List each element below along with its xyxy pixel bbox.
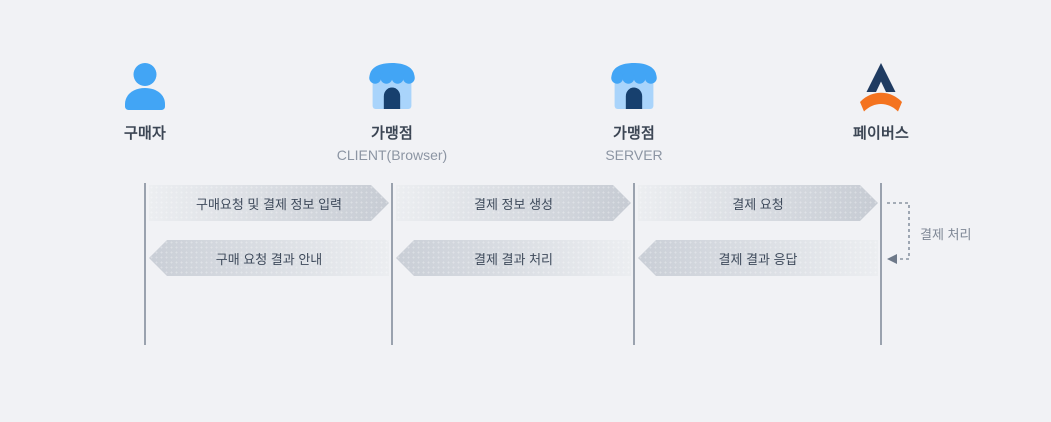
message-label: 결제 결과 응답 bbox=[718, 251, 798, 267]
payverse-logo-icon bbox=[858, 62, 904, 112]
lifeline-merchant-server bbox=[633, 183, 635, 345]
message-label: 구매요청 및 결제 정보 입력 bbox=[195, 196, 342, 212]
lane-subtitle-merchant-server: SERVER bbox=[605, 147, 663, 163]
lifeline-payverse bbox=[880, 183, 882, 345]
lane-title-merchant-client: 가맹점 bbox=[370, 125, 413, 142]
lane-header-merchant-client: 가맹점 CLIENT(Browser) bbox=[312, 62, 472, 163]
lane-header-payverse: 페이버스 bbox=[801, 62, 961, 147]
message-label: 구매 요청 결과 안내 bbox=[215, 251, 323, 267]
message-arrow-purchase-request-input: 구매요청 및 결제 정보 입력 bbox=[149, 185, 389, 221]
lane-header-buyer: 구매자 bbox=[65, 62, 225, 147]
lifeline-merchant-client bbox=[391, 183, 393, 345]
payment-processing-loop-label: 결제 처리 bbox=[920, 227, 972, 242]
message-arrow-purchase-result-notice: 구매 요청 결과 안내 bbox=[149, 240, 389, 276]
buyer-person-icon bbox=[123, 62, 167, 112]
merchant-store-icon bbox=[607, 62, 661, 112]
message-label: 결제 결과 처리 bbox=[474, 251, 553, 267]
message-arrow-payment-result-processing: 결제 결과 처리 bbox=[396, 240, 631, 276]
lane-title-payverse: 페이버스 bbox=[852, 125, 909, 142]
message-arrow-create-payment-info: 결제 정보 생성 bbox=[396, 185, 631, 221]
lane-title-merchant-server: 가맹점 bbox=[612, 125, 655, 142]
message-arrow-payment-request: 결제 요청 bbox=[638, 185, 878, 221]
message-label: 결제 정보 생성 bbox=[474, 196, 553, 212]
merchant-store-icon bbox=[365, 62, 419, 112]
message-label: 결제 요청 bbox=[732, 196, 784, 212]
message-arrow-payment-result-response: 결제 결과 응답 bbox=[638, 240, 878, 276]
lane-subtitle-merchant-client: CLIENT(Browser) bbox=[336, 147, 448, 163]
loop-arrowhead-icon bbox=[887, 254, 897, 264]
lane-header-merchant-server: 가맹점 SERVER bbox=[554, 62, 714, 163]
payment-processing-loop-connector bbox=[887, 202, 910, 264]
lifeline-buyer bbox=[144, 183, 146, 345]
lane-title-buyer: 구매자 bbox=[123, 125, 166, 142]
